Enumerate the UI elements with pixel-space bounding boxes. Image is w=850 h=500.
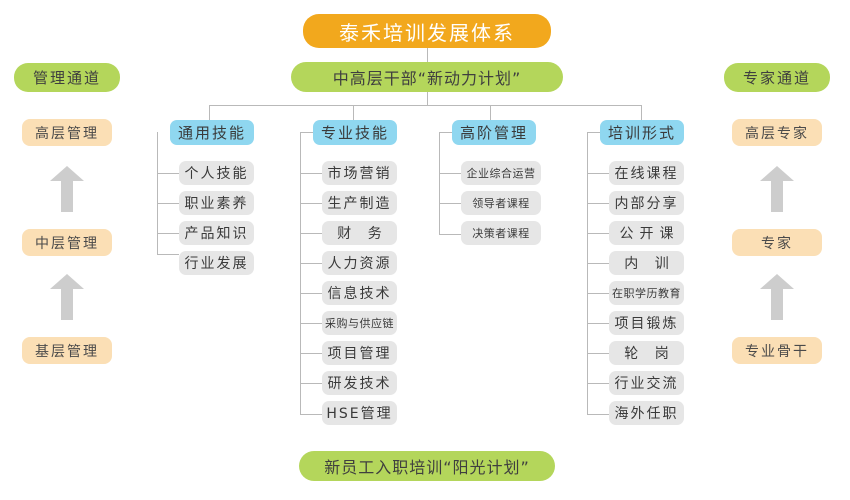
up-arrow-icon: [760, 166, 794, 212]
tree-stub: [300, 293, 322, 294]
right-channel-level-1[interactable]: 专家: [732, 229, 822, 256]
right-channel-header[interactable]: 专家通道: [724, 63, 830, 92]
up-arrow-icon: [760, 274, 794, 320]
leaf-item[interactable]: 在线课程: [609, 161, 684, 185]
leaf-item[interactable]: 采购与供应链: [322, 311, 397, 335]
connector-bus-to-col-1: [353, 105, 354, 120]
leaf-item[interactable]: 项目管理: [322, 341, 397, 365]
up-arrow-icon: [50, 274, 84, 320]
tree-column-header-1[interactable]: 专业技能: [313, 120, 397, 145]
tree-stub: [587, 173, 609, 174]
leaf-item[interactable]: 在职学历教育: [609, 281, 684, 305]
leaf-item[interactable]: 行业交流: [609, 371, 684, 395]
leaf-item[interactable]: 轮 岗: [609, 341, 684, 365]
leaf-item[interactable]: 内部分享: [609, 191, 684, 215]
tree-stub: [300, 173, 322, 174]
tree-stub: [157, 254, 179, 255]
tree-stub: [587, 263, 609, 264]
subtitle-banner: 中高层干部“新动力计划”: [291, 62, 563, 92]
leaf-item[interactable]: 生产制造: [322, 191, 397, 215]
tree-stub: [439, 173, 461, 174]
tree-stub: [587, 383, 609, 384]
leaf-item[interactable]: 内 训: [609, 251, 684, 275]
tree-stub: [587, 233, 609, 234]
tree-stub: [587, 293, 609, 294]
tree-stub: [439, 132, 452, 133]
tree-stub: [587, 203, 609, 204]
right-channel-level-0[interactable]: 高层专家: [732, 119, 822, 146]
bottom-banner: 新员工入职培训“阳光计划”: [299, 451, 555, 481]
leaf-item[interactable]: 公开课: [609, 221, 684, 245]
leaf-item[interactable]: HSE管理: [322, 401, 397, 425]
tree-horizontal-bus: [209, 105, 641, 106]
leaf-item[interactable]: 财 务: [322, 221, 397, 245]
tree-column-header-0[interactable]: 通用技能: [170, 120, 254, 145]
leaf-item[interactable]: 项目锻炼: [609, 311, 684, 335]
tree-stub: [300, 353, 322, 354]
tree-spine-1: [300, 132, 301, 414]
left-channel-level-0[interactable]: 高层管理: [22, 119, 112, 146]
leaf-item[interactable]: 决策者课程: [461, 221, 541, 245]
connector-subtitle-to-bus: [427, 92, 428, 105]
tree-stub: [300, 132, 313, 133]
leaf-item[interactable]: 企业综合运营: [461, 161, 541, 185]
tree-stub: [587, 132, 600, 133]
connector-title-to-subtitle: [427, 48, 428, 62]
tree-stub: [300, 383, 322, 384]
tree-column-header-2[interactable]: 高阶管理: [452, 120, 536, 145]
tree-stub: [157, 233, 179, 234]
tree-stub: [439, 203, 461, 204]
tree-stub: [300, 233, 322, 234]
up-arrow-icon: [50, 166, 84, 212]
leaf-item[interactable]: 人力资源: [322, 251, 397, 275]
tree-stub: [157, 173, 179, 174]
right-channel-level-2[interactable]: 专业骨干: [732, 337, 822, 364]
tree-column-header-3[interactable]: 培训形式: [600, 120, 684, 145]
tree-spine-0: [157, 132, 158, 254]
tree-stub: [157, 203, 179, 204]
tree-spine-3: [587, 132, 588, 414]
tree-stub: [300, 263, 322, 264]
connector-bus-to-col-2: [490, 105, 491, 120]
leaf-item[interactable]: 产品知识: [179, 221, 254, 245]
left-channel-level-1[interactable]: 中层管理: [22, 229, 112, 256]
tree-stub: [587, 353, 609, 354]
leaf-item[interactable]: 信息技术: [322, 281, 397, 305]
tree-stub: [439, 234, 461, 235]
leaf-item[interactable]: 行业发展: [179, 251, 254, 275]
leaf-item[interactable]: 领导者课程: [461, 191, 541, 215]
leaf-item[interactable]: 市场营销: [322, 161, 397, 185]
connector-bus-to-col-3: [641, 105, 642, 120]
leaf-item[interactable]: 海外任职: [609, 401, 684, 425]
connector-bus-to-col-0: [209, 105, 210, 120]
tree-spine-2: [439, 132, 440, 234]
leaf-item[interactable]: 个人技能: [179, 161, 254, 185]
tree-stub: [300, 323, 322, 324]
tree-stub: [300, 414, 322, 415]
left-channel-level-2[interactable]: 基层管理: [22, 337, 112, 364]
diagram-title-banner: 泰禾培训发展体系: [303, 14, 551, 48]
leaf-item[interactable]: 职业素养: [179, 191, 254, 215]
tree-stub: [300, 203, 322, 204]
left-channel-header[interactable]: 管理通道: [14, 63, 120, 92]
tree-stub: [587, 414, 609, 415]
tree-stub: [587, 323, 609, 324]
leaf-item[interactable]: 研发技术: [322, 371, 397, 395]
